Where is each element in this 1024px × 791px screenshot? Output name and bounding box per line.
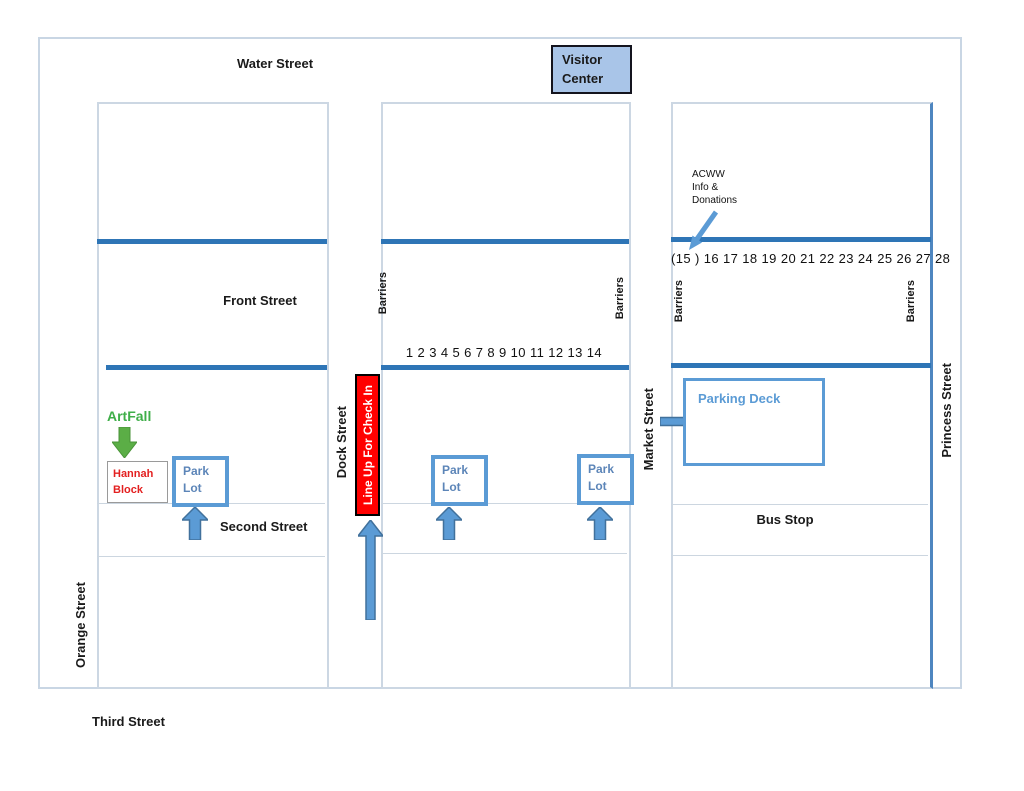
barriers-label-middle-right: Barriers	[614, 277, 626, 320]
front-street-label: Front Street	[223, 293, 297, 308]
barriers-label-right-left: Barriers	[673, 280, 685, 323]
second-street-label: Second Street	[220, 519, 308, 534]
visitor-center-label-line2: Center	[562, 71, 604, 86]
city-block-middle	[381, 102, 631, 689]
second-street-line-lower-right	[671, 555, 928, 556]
checkin-box: Line Up For Check In	[355, 374, 380, 516]
checkin-label: Line Up For Check In	[360, 384, 375, 505]
up-arrow-icon-park-lot-2	[436, 507, 462, 540]
park-lot-box-1: Park Lot	[172, 456, 229, 507]
visitor-center-box: Visitor Center	[551, 45, 632, 94]
booth-numbers-15-28: (15 ) 16 17 18 19 20 21 22 23 24 25 26 2…	[671, 251, 951, 266]
artfall-down-arrow-icon	[112, 427, 137, 458]
park-lot-2-line2: Lot	[442, 480, 461, 494]
barrier-line-right-upper	[671, 237, 931, 242]
park-lot-3-line2: Lot	[588, 479, 607, 493]
second-street-line-upper-right	[671, 504, 928, 505]
visitor-center-label-line1: Visitor	[562, 52, 603, 67]
park-lot-box-2: Park Lot	[431, 455, 488, 506]
hannah-block-box: Hannah Block	[107, 461, 168, 503]
city-block-left	[97, 102, 329, 689]
princess-street-label: Princess Street	[939, 363, 954, 458]
market-street-label: Market Street	[641, 388, 656, 471]
park-lot-1-line1: Park	[183, 464, 210, 478]
bus-stop-label: Bus Stop	[756, 512, 814, 527]
park-lot-box-3: Park Lot	[577, 454, 634, 505]
barrier-line-middle-lower	[381, 365, 629, 370]
park-lot-2-line1: Park	[442, 463, 469, 477]
booth-numbers-1-14: 1 2 3 4 5 6 7 8 9 10 11 12 13 14	[405, 345, 603, 360]
hannah-block-line2: Block	[113, 484, 143, 496]
acww-line3: Donations	[692, 195, 738, 206]
park-lot-3-line1: Park	[588, 462, 615, 476]
orange-street-label: Orange Street	[73, 582, 88, 668]
parking-deck-label: Parking Deck	[698, 391, 781, 406]
barrier-line-middle-upper	[381, 239, 629, 244]
barriers-label-middle-left: Barriers	[377, 272, 389, 315]
parking-deck-box: Parking Deck	[683, 378, 825, 466]
barriers-label-right-right: Barriers	[905, 280, 917, 323]
acww-line2: Info &	[692, 182, 719, 193]
barrier-line-right-lower	[671, 363, 931, 368]
second-street-line-lower-middle	[381, 553, 627, 554]
acww-line1: ACWW	[692, 169, 725, 180]
hannah-block-line1: Hannah	[113, 468, 154, 480]
water-street-label: Water Street	[236, 56, 314, 71]
dock-street-label: Dock Street	[334, 406, 349, 479]
second-street-line-lower-left	[97, 556, 325, 557]
acww-pointer-arrow-icon	[683, 208, 723, 254]
third-street-label: Third Street	[92, 714, 165, 729]
up-arrow-icon-park-lot-3	[587, 507, 613, 540]
artfall-label: ArtFall	[107, 408, 152, 424]
barrier-line-left-upper	[97, 239, 327, 244]
second-street-line-upper-middle	[381, 503, 627, 504]
up-arrow-icon-park-lot-1	[182, 507, 208, 540]
barrier-line-left-lower	[106, 365, 327, 370]
acww-info-label: ACWW Info & Donations	[692, 168, 737, 207]
park-lot-1-line2: Lot	[183, 481, 202, 495]
long-up-arrow-icon-dock-street	[358, 520, 383, 620]
